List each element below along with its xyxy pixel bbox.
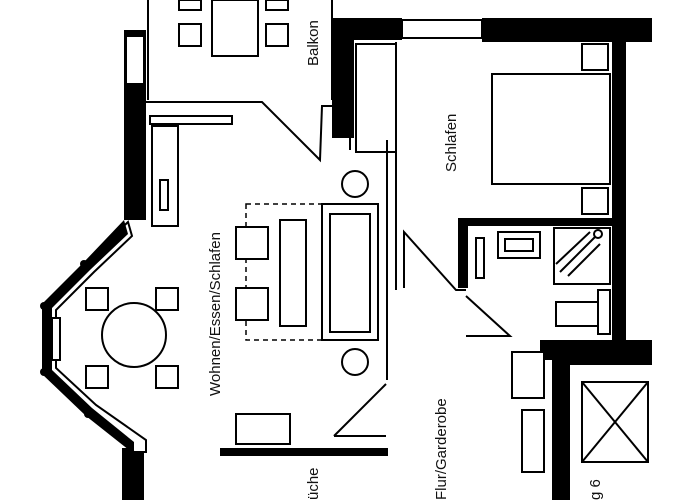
elevator-cross xyxy=(581,381,649,463)
wall-elevator-top xyxy=(552,355,652,365)
balcony-chair xyxy=(178,0,202,11)
balcony-chair xyxy=(265,0,289,11)
room-label-flur: Flur/Garderobe xyxy=(433,398,450,500)
column xyxy=(80,260,88,268)
wall-bath-right xyxy=(612,226,626,342)
toilet-tank xyxy=(597,289,611,335)
wall-bath-left xyxy=(458,218,468,288)
wall-bedroom-right xyxy=(612,38,626,218)
wall-sw xyxy=(122,448,144,500)
walls xyxy=(122,18,652,500)
door-balcony xyxy=(146,101,351,163)
room-label-balkon: Balkon xyxy=(305,20,322,66)
dining-chair xyxy=(85,365,109,389)
wall-elevator-left xyxy=(552,355,570,500)
wall-kitchen xyxy=(220,448,388,456)
door-bedroom xyxy=(403,229,466,291)
balcony-chair xyxy=(178,23,202,47)
toilet xyxy=(555,301,601,327)
dining-table xyxy=(101,302,167,368)
balcony-table xyxy=(211,0,259,57)
living-room: Wohnen/Essen/Schlafen üche xyxy=(85,101,387,500)
window-west xyxy=(125,35,145,85)
coffee-table xyxy=(279,219,307,327)
room-label-schlafen: Schlafen xyxy=(443,114,460,172)
dining-chair xyxy=(155,287,179,311)
bay-window xyxy=(40,220,147,454)
kitchen-counter xyxy=(235,413,291,445)
dining-chair xyxy=(85,287,109,311)
elevator: g 6 xyxy=(581,381,649,500)
plant xyxy=(341,170,369,198)
room-label-aufzug: g 6 xyxy=(587,479,604,500)
wall-top-right xyxy=(482,18,652,42)
shelf xyxy=(149,115,233,125)
door-bath xyxy=(465,295,513,337)
plant xyxy=(341,348,369,376)
nightstand xyxy=(581,187,609,215)
sofa-seat xyxy=(329,213,371,333)
wardrobe xyxy=(355,43,397,153)
sink-basin xyxy=(504,238,534,252)
window-top xyxy=(401,19,483,39)
wall-bedroom-left xyxy=(332,18,354,138)
balcony-chair xyxy=(265,23,289,47)
bed xyxy=(491,73,611,185)
window-bay xyxy=(51,317,61,361)
room-label-wohnen: Wohnen/Essen/Schlafen xyxy=(207,232,224,396)
dining-chair xyxy=(155,365,179,389)
hallway: Flur/Garderobe xyxy=(403,229,545,500)
room-label-kueche: üche xyxy=(305,467,322,500)
bathroom xyxy=(475,227,611,335)
hall-cabinet xyxy=(511,351,545,399)
column xyxy=(40,302,48,310)
wall-bath-top xyxy=(458,218,626,226)
column xyxy=(84,410,92,418)
bedroom: Schlafen xyxy=(443,43,611,215)
column xyxy=(40,368,48,376)
door-kitchen xyxy=(333,383,387,437)
nightstand xyxy=(581,43,609,71)
bath-shelf xyxy=(475,237,485,279)
cabinet-detail xyxy=(159,179,169,211)
balcony-area: Balkon xyxy=(147,0,333,100)
hall-cabinet xyxy=(521,409,545,473)
shower-head-icon xyxy=(555,229,603,277)
armchair xyxy=(235,226,269,260)
armchair xyxy=(235,287,269,321)
